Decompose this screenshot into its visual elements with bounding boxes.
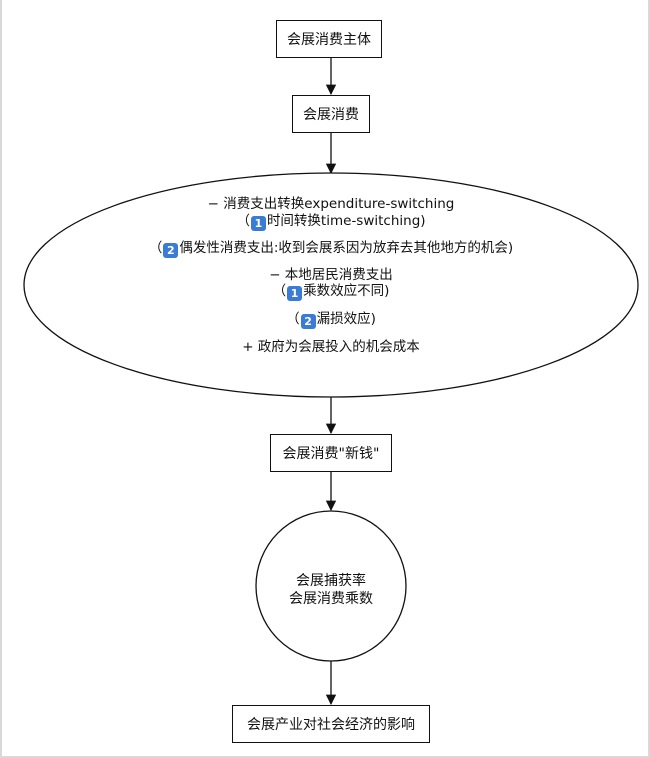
ellipse-line-2-open: （ [236, 212, 250, 229]
concept-circle [255, 510, 407, 662]
ellipse-line-6-open: （ [286, 311, 300, 327]
circle-line-2: 会展消费乘数 [289, 591, 373, 607]
number-2-icon: 2 [163, 242, 179, 258]
node-socioeconomic-impact: 会展产业对社会经济的影响 [232, 705, 430, 743]
ellipse-line-5-text: 乘数效应不同) [303, 283, 390, 299]
ellipse-line-1: − 消费支出转换expenditure-switching [207, 196, 455, 212]
number-1-icon: 1 [287, 286, 303, 301]
number-1-icon: 1 [250, 215, 266, 231]
ellipse-line-3-open: （ [148, 239, 163, 256]
node-exhibition-consumption: 会展消费 [292, 95, 370, 133]
node-consumption-subject: 会展消费主体 [276, 20, 382, 58]
ellipse-line-6-text: 漏损效应) [316, 311, 376, 327]
node-socioeconomic-impact-label: 会展产业对社会经济的影响 [247, 717, 415, 733]
frame-left-border [0, 0, 2, 758]
circle-content: 会展捕获率 会展消费乘数 [256, 572, 406, 608]
ellipse-line-3-text: 偶发性消费支出:收到会展系因为放弃去其他地方的机会) [179, 239, 514, 256]
node-exhibition-consumption-label: 会展消费 [303, 107, 359, 123]
node-new-money-label: 会展消费"新钱" [282, 446, 380, 462]
ellipse-line-7: + 政府为会展投入的机会成本 [242, 339, 420, 355]
frame-right-border [648, 0, 650, 758]
node-new-money: 会展消费"新钱" [270, 434, 392, 472]
ellipse-line-5-open: （ [272, 283, 287, 299]
circle-line-1: 会展捕获率 [296, 573, 366, 589]
ellipse-line-4: − 本地居民消费支出 [269, 266, 393, 283]
number-2-icon: 2 [300, 314, 316, 329]
node-consumption-subject-label: 会展消费主体 [287, 32, 371, 48]
frame-bottom-border [0, 756, 650, 758]
concept-ellipse [23, 172, 639, 398]
ellipse-line-2-text: 时间转换time-switching) [266, 212, 426, 229]
